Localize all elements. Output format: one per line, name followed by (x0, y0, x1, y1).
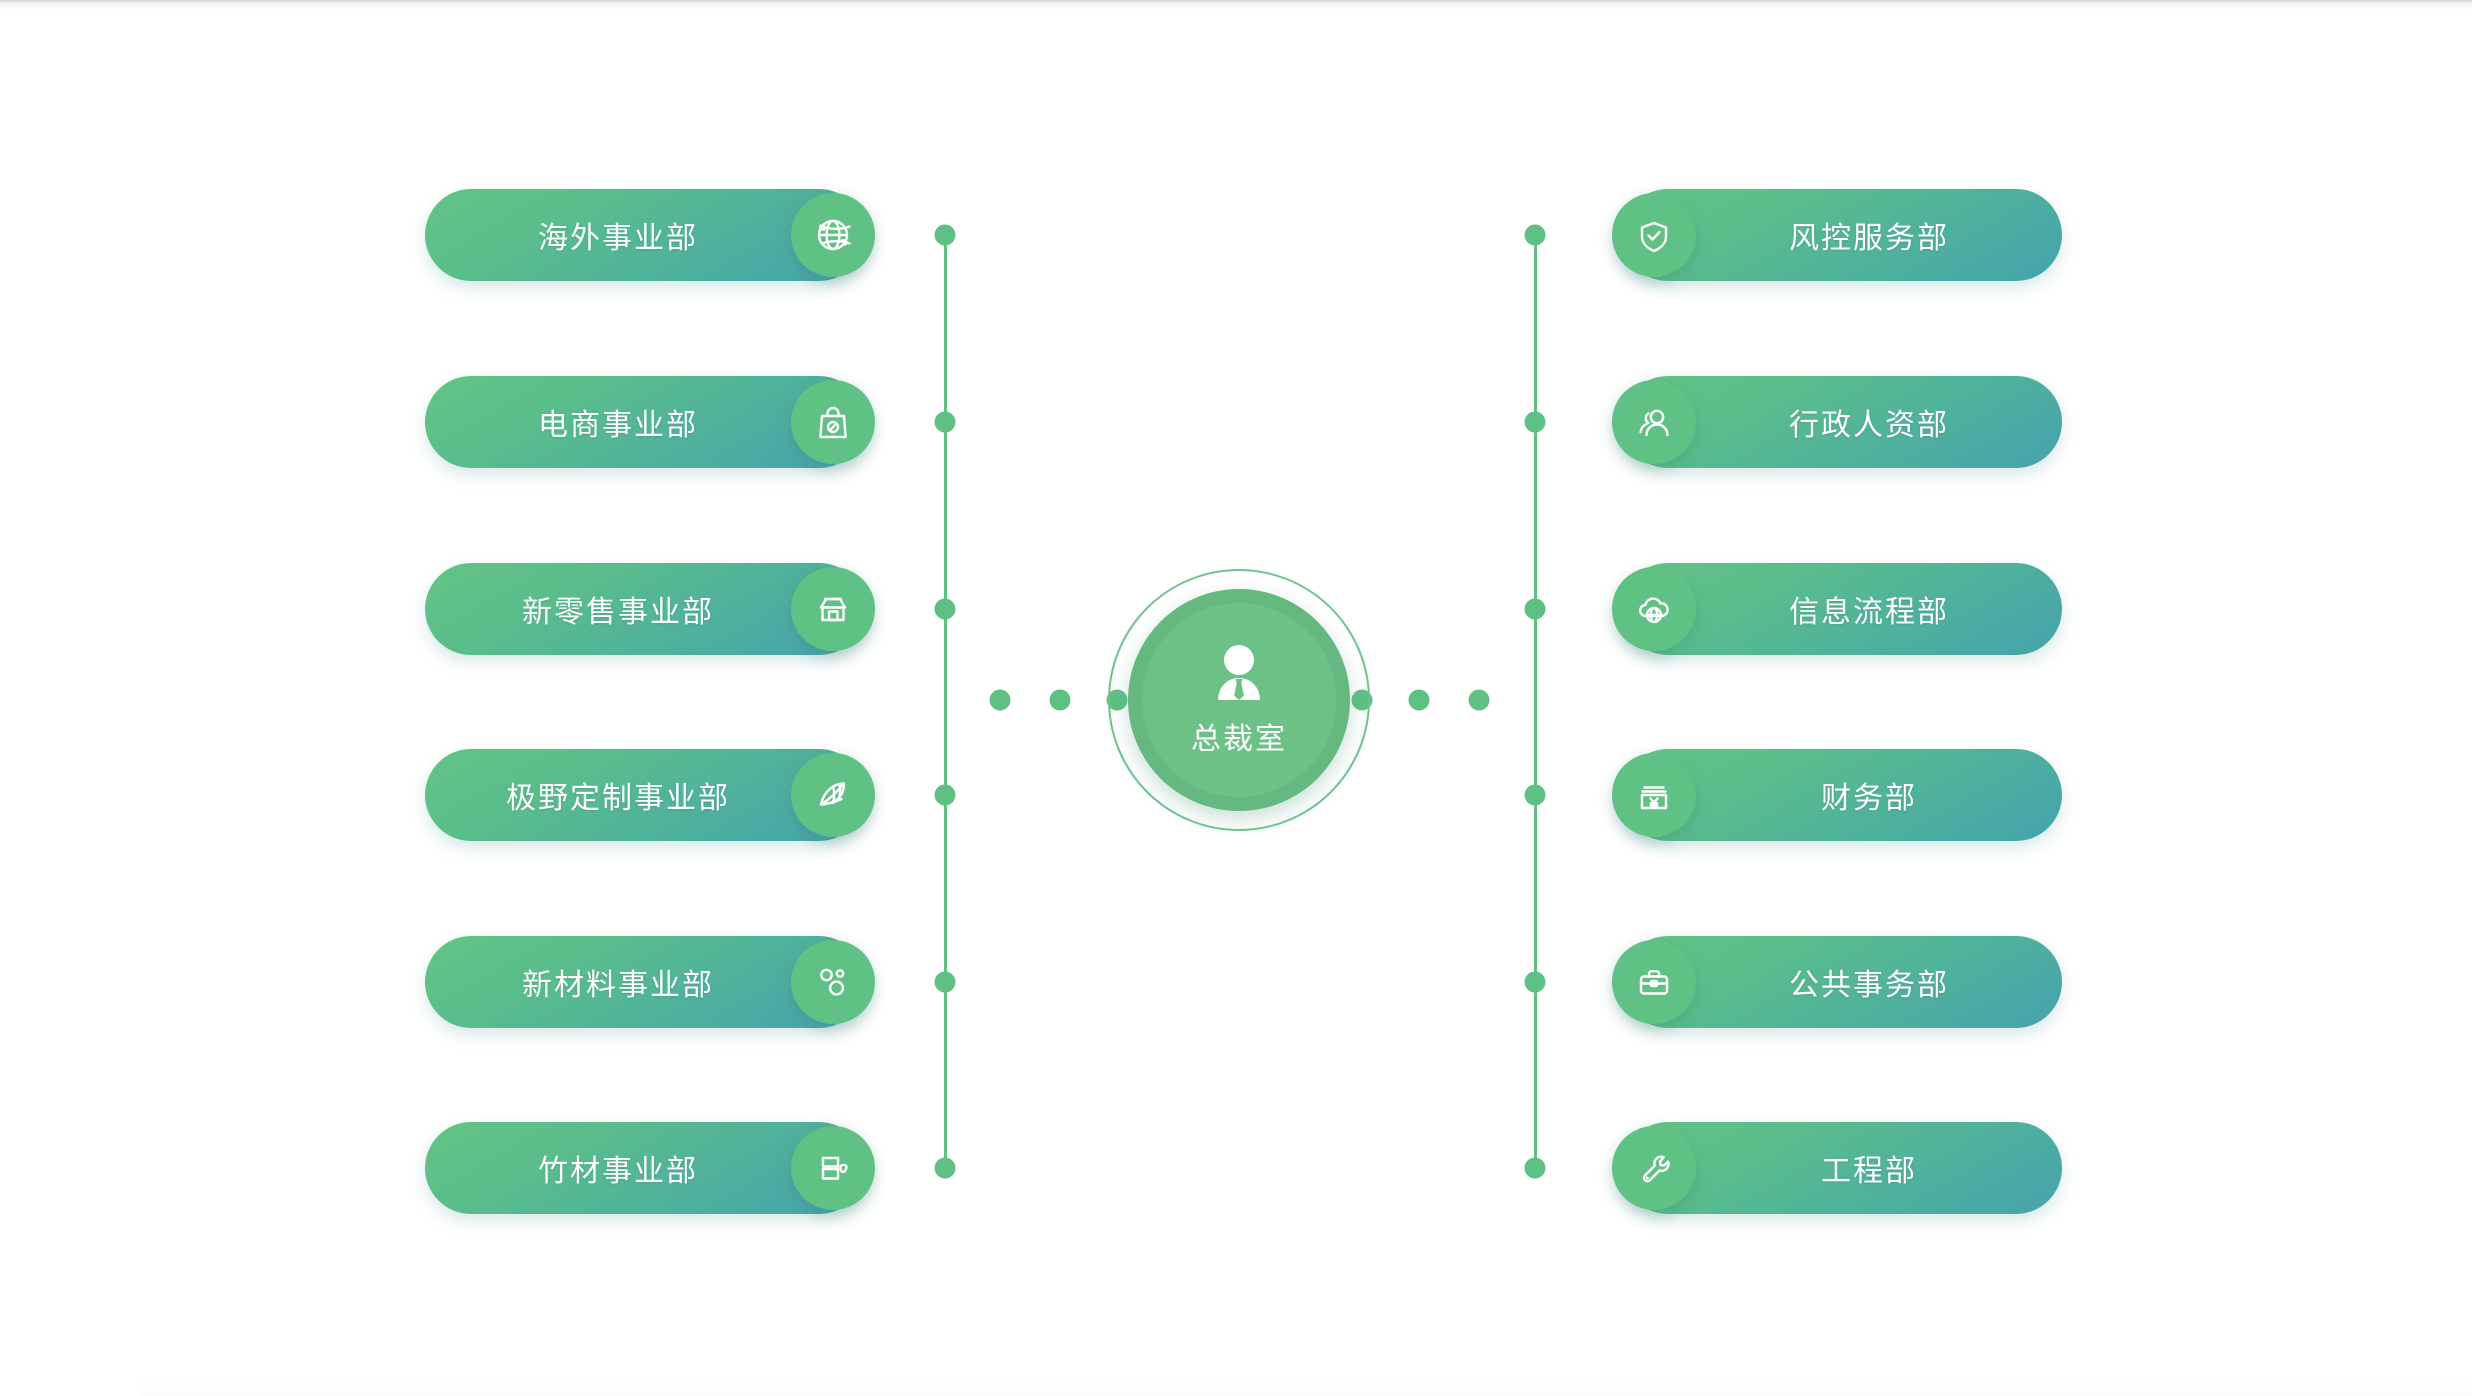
right-rail-dot-2 (1524, 411, 1546, 433)
department-pill-left-2[interactable]: 电商事业部 (425, 376, 875, 468)
left-rail-dot-6 (934, 1157, 956, 1179)
hub-right-dot-3 (1468, 689, 1490, 711)
left-rail-dot-4 (934, 784, 956, 806)
department-pill-right-5[interactable]: 公共事务部 (1612, 936, 2062, 1028)
hub-left-dot-1 (989, 689, 1011, 711)
department-label: 电商事业部 (538, 409, 698, 442)
department-pill-left-6[interactable]: 竹材事业部 (425, 1122, 875, 1214)
right-rail-dot-1 (1524, 224, 1546, 246)
briefcase-icon (1612, 940, 1696, 1024)
right-connector-rail (1534, 235, 1537, 1168)
hub-core[interactable]: 总裁室 (1142, 603, 1336, 797)
left-connector-rail (944, 235, 947, 1168)
department-pill-left-5[interactable]: 新材料事业部 (425, 936, 875, 1028)
window-top-edge (0, 0, 2472, 10)
department-label: 风控服务部 (1789, 222, 1949, 255)
department-label: 财务部 (1821, 782, 1917, 815)
money-bill-icon (1612, 753, 1696, 837)
right-rail-dot-4 (1524, 784, 1546, 806)
hub-outer-ring (1108, 569, 1370, 831)
hub-right-dot-2 (1408, 689, 1430, 711)
sail-icon (791, 753, 875, 837)
right-rail-dot-3 (1524, 598, 1546, 620)
right-rail-dot-5 (1524, 971, 1546, 993)
left-rail-dot-1 (934, 224, 956, 246)
hub-left-dot-2 (1049, 689, 1071, 711)
left-rail-dot-3 (934, 598, 956, 620)
molecule-icon (791, 940, 875, 1024)
department-label: 公共事务部 (1789, 969, 1949, 1002)
globe-icon (791, 193, 875, 277)
department-label: 工程部 (1821, 1155, 1917, 1188)
department-pill-right-3[interactable]: 信息流程部 (1612, 563, 2062, 655)
department-pill-left-1[interactable]: 海外事业部 (425, 189, 875, 281)
panel-bottom-edge (140, 1380, 2472, 1396)
storefront-icon (791, 567, 875, 651)
department-label: 行政人资部 (1789, 409, 1949, 442)
shield-check-icon (1612, 193, 1696, 277)
hub-label: 总裁室 (1191, 722, 1287, 756)
bamboo-icon (791, 1126, 875, 1210)
department-pill-right-1[interactable]: 风控服务部 (1612, 189, 2062, 281)
executive-person-icon (1206, 643, 1272, 710)
department-pill-right-2[interactable]: 行政人资部 (1612, 376, 2062, 468)
wrench-icon (1612, 1126, 1696, 1210)
right-rail-dot-6 (1524, 1157, 1546, 1179)
department-label: 新零售事业部 (522, 596, 714, 629)
department-label: 竹材事业部 (538, 1155, 698, 1188)
shopping-bag-icon (791, 380, 875, 464)
cloud-network-icon (1612, 567, 1696, 651)
department-pill-right-4[interactable]: 财务部 (1612, 749, 2062, 841)
department-pill-right-6[interactable]: 工程部 (1612, 1122, 2062, 1214)
department-label: 海外事业部 (538, 222, 698, 255)
department-label: 信息流程部 (1789, 596, 1949, 629)
people-icon (1612, 380, 1696, 464)
left-rail-dot-5 (934, 971, 956, 993)
left-rail-dot-2 (934, 411, 956, 433)
department-pill-left-3[interactable]: 新零售事业部 (425, 563, 875, 655)
department-label: 极野定制事业部 (506, 782, 730, 815)
department-label: 新材料事业部 (522, 969, 714, 1002)
department-pill-left-4[interactable]: 极野定制事业部 (425, 749, 875, 841)
